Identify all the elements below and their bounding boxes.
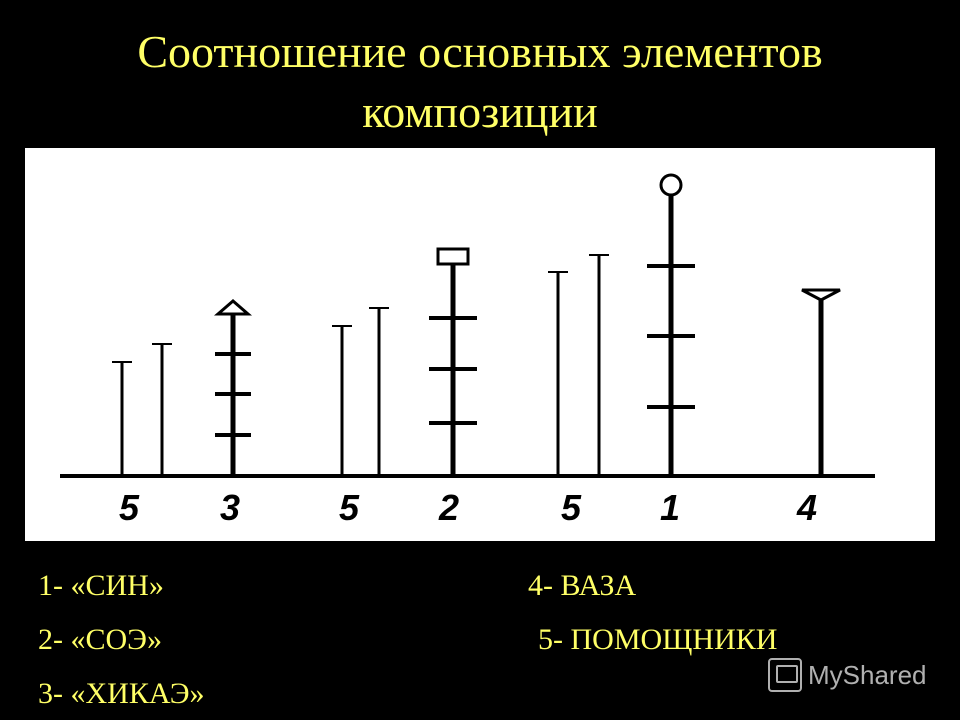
legend-item-soe: 2- «СОЭ» xyxy=(38,623,162,656)
legend-item-helpers: 5- ПОМОЩНИКИ xyxy=(538,623,778,656)
legend-item-shin: 1- «СИН» xyxy=(38,569,164,602)
vase-symbol xyxy=(801,288,841,302)
title-line-2: композиции xyxy=(362,86,598,137)
presentation-icon xyxy=(768,658,802,692)
element-label: 4 xyxy=(796,487,817,528)
composition-diagram: 5 3 5 2 5 1 4 xyxy=(25,148,935,541)
slide-title: Соотношение основных элементов композици… xyxy=(0,22,960,142)
hikae-triangle-symbol xyxy=(213,299,253,316)
legend-item-vase: 4- ВАЗА xyxy=(528,569,637,602)
element-label: 3 xyxy=(220,487,240,528)
title-line-1: Соотношение основных элементов xyxy=(137,26,823,77)
element-label: 5 xyxy=(339,487,360,528)
watermark: MyShared xyxy=(768,658,927,692)
element-label: 1 xyxy=(660,487,680,528)
legend-item-hikae: 3- «ХИКАЭ» xyxy=(38,677,205,710)
element-label: 5 xyxy=(119,487,140,528)
element-label: 5 xyxy=(561,487,582,528)
watermark-text: MyShared xyxy=(808,659,927,690)
shin-circle-symbol xyxy=(659,173,683,197)
composition-diagram-svg: 5 3 5 2 5 1 4 xyxy=(60,173,875,528)
element-label: 2 xyxy=(438,487,459,528)
soe-square-symbol xyxy=(436,247,470,266)
